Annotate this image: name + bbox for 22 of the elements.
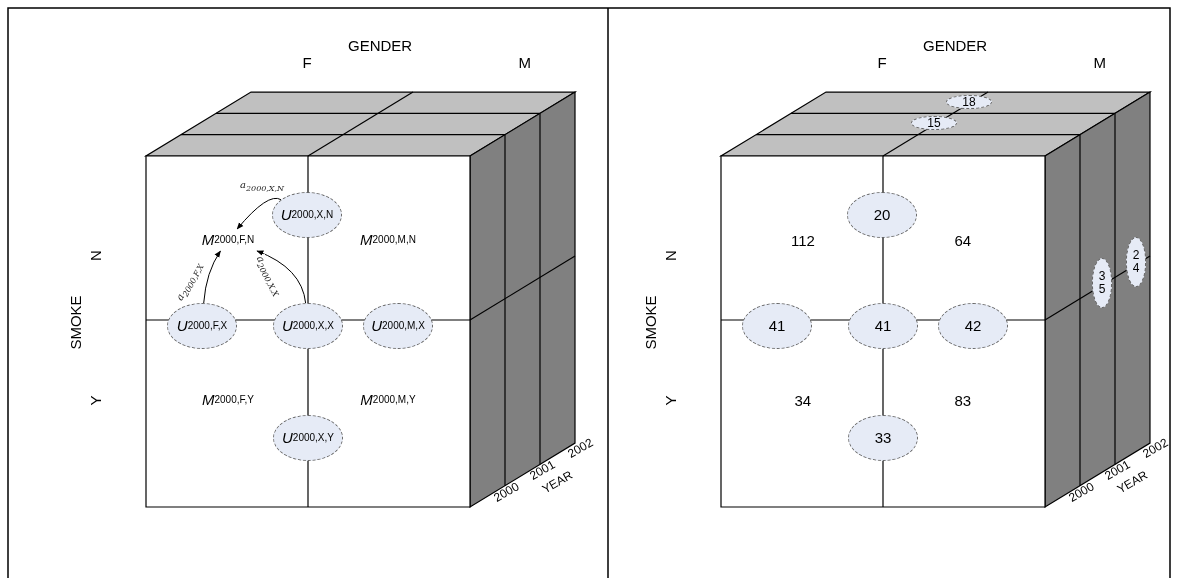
cell-value: 34 — [794, 391, 812, 409]
cell-value: 83 — [954, 391, 972, 409]
axis-label: F — [877, 53, 887, 71]
axis-label: 2000 — [490, 479, 521, 505]
axis-label: 2002 — [564, 435, 595, 461]
axis-label: M — [518, 53, 531, 71]
axis-label: 2002 — [1139, 435, 1170, 461]
axis-label: N — [86, 249, 104, 261]
axis-title: GENDER — [348, 36, 413, 54]
axis-title: SMOKE — [641, 294, 659, 350]
cell-value: 64 — [954, 231, 972, 249]
axis-label: Y — [86, 395, 104, 405]
axis-label: N — [661, 249, 679, 261]
axis-label: M — [1093, 53, 1106, 71]
axis-label: 2000 — [1065, 479, 1096, 505]
arrow — [203, 250, 221, 304]
arrow — [256, 250, 307, 304]
axis-title: SMOKE — [66, 294, 84, 350]
axis-title: GENDER — [923, 36, 988, 54]
cell-value: 112 — [791, 231, 815, 249]
axis-label: Y — [661, 395, 679, 405]
axis-label: F — [302, 53, 312, 71]
